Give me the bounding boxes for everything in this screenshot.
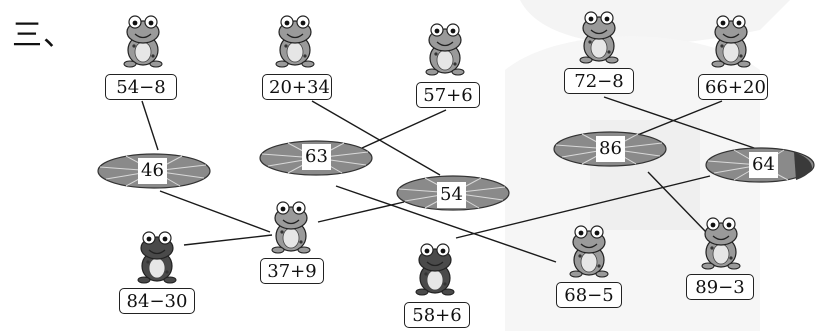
answer-64: 64 bbox=[749, 152, 778, 178]
frog-icon bbox=[566, 222, 612, 280]
line-20-34-to-54 bbox=[311, 100, 441, 176]
frog-icon bbox=[412, 240, 458, 298]
line-54-to-37-9 bbox=[317, 201, 405, 223]
line-46-to-37-9 bbox=[159, 190, 271, 233]
expression-box: 68−5 bbox=[556, 282, 622, 308]
expression-box: 54−8 bbox=[105, 74, 177, 100]
expression-box: 66+20 bbox=[698, 74, 768, 100]
frog-icon bbox=[698, 214, 744, 272]
expression-box: 84−30 bbox=[119, 288, 195, 314]
line-86-to-89-3 bbox=[647, 171, 707, 233]
answer-46: 46 bbox=[138, 158, 167, 184]
frog-icon bbox=[422, 20, 468, 78]
frog-icon bbox=[708, 12, 754, 70]
line-37-9-to-84-30 bbox=[183, 234, 273, 246]
answer-63: 63 bbox=[302, 144, 331, 170]
expression-box: 20+34 bbox=[262, 74, 332, 100]
answer-54: 54 bbox=[437, 182, 466, 208]
frog-icon bbox=[576, 8, 622, 66]
expression-box: 57+6 bbox=[416, 82, 480, 108]
section-heading: 三、 bbox=[12, 18, 74, 53]
line-57-6-to-63 bbox=[361, 109, 447, 149]
expression-box: 72−8 bbox=[564, 68, 634, 94]
line-64-to-58-6 bbox=[455, 175, 711, 239]
frog-icon bbox=[272, 12, 318, 70]
line-72-8-to-64 bbox=[603, 96, 761, 151]
frog-icon bbox=[120, 12, 166, 70]
expression-box: 37+9 bbox=[260, 258, 324, 284]
line-54-8-to-46 bbox=[141, 100, 159, 151]
line-63-to-68-5 bbox=[335, 185, 557, 263]
line-66-20-to-86 bbox=[629, 100, 723, 139]
frog-icon bbox=[268, 198, 314, 256]
expression-box: 89−3 bbox=[686, 274, 754, 300]
expression-box: 58+6 bbox=[404, 302, 470, 328]
frog-icon bbox=[134, 228, 180, 286]
answer-86: 86 bbox=[596, 136, 625, 162]
